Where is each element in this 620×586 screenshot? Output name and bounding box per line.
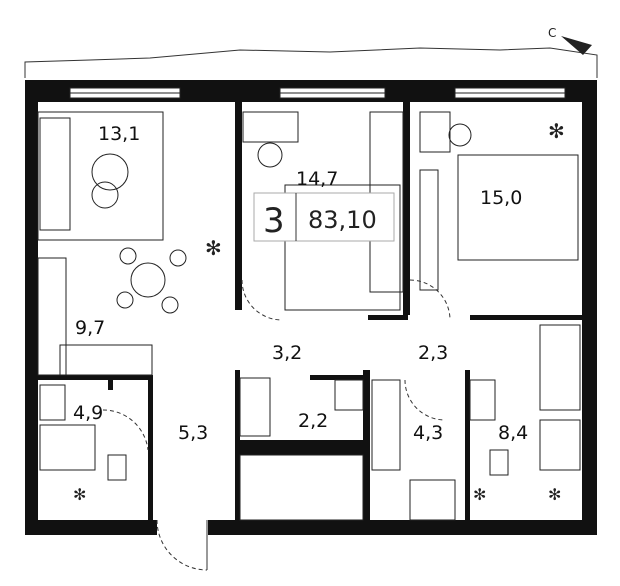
room-area-wardrobe: 4,3	[413, 422, 443, 444]
room-area-bathroom-right: 8,4	[498, 422, 528, 444]
desk-middle	[242, 111, 299, 143]
desk-right	[419, 111, 451, 153]
sink-left	[39, 384, 66, 421]
outer-walls	[25, 80, 597, 535]
total-area: 83,10	[308, 206, 377, 234]
toilet-right	[489, 449, 509, 476]
bed-master	[457, 154, 579, 261]
storage	[239, 454, 364, 521]
compass-label: С	[548, 26, 556, 40]
plant-icons: ✻ ✻ ✻ ✻ ✻	[73, 119, 565, 504]
bed-middle	[284, 184, 401, 311]
shower-right	[539, 419, 581, 471]
rug	[37, 111, 164, 241]
interior-walls	[38, 100, 582, 520]
room-area-bathroom-left: 4,9	[73, 402, 103, 424]
toilet-left	[107, 454, 127, 481]
room-area-bedroom-master: 15,0	[480, 187, 522, 209]
wardrobe-hall	[371, 379, 401, 471]
shower-left	[39, 424, 96, 471]
north-arrow-icon	[561, 36, 592, 55]
washing-machine	[334, 379, 364, 411]
room-labels: 13,1 14,7 15,0 9,7 3,2 2,3 4,9 5,3 2,2 4…	[73, 123, 528, 444]
facade-outline	[24, 47, 598, 78]
room-area-corridor: 2,3	[418, 342, 448, 364]
room-area-kitchen: 9,7	[75, 317, 105, 339]
bidet-toilet	[409, 479, 456, 521]
sofa	[39, 117, 71, 231]
room-count: 3	[263, 201, 285, 241]
door-swings	[102, 279, 451, 571]
plant-icon: ✻	[73, 485, 86, 504]
bathtub	[539, 324, 581, 411]
room-area-bedroom-middle: 14,7	[296, 168, 338, 190]
dining-table	[130, 262, 166, 298]
room-area-hall: 3,2	[272, 342, 302, 364]
windows	[69, 87, 566, 99]
shoe-rack	[239, 377, 271, 437]
furniture	[37, 111, 581, 521]
coffee-table	[91, 153, 129, 191]
room-area-laundry: 2,2	[298, 410, 328, 432]
room-area-living: 13,1	[98, 123, 140, 145]
room-area-entry: 5,3	[178, 422, 208, 444]
wardrobe-right	[419, 169, 439, 291]
summary-badge: 3 83,10	[253, 192, 395, 242]
sink-right	[469, 379, 496, 421]
compass: С	[548, 26, 592, 55]
plant-icon: ✻	[548, 485, 561, 504]
plant-icon: ✻	[205, 236, 222, 260]
plant-icon: ✻	[473, 485, 486, 504]
plant-icon: ✻	[548, 119, 565, 143]
kitchen-counter	[37, 257, 67, 376]
